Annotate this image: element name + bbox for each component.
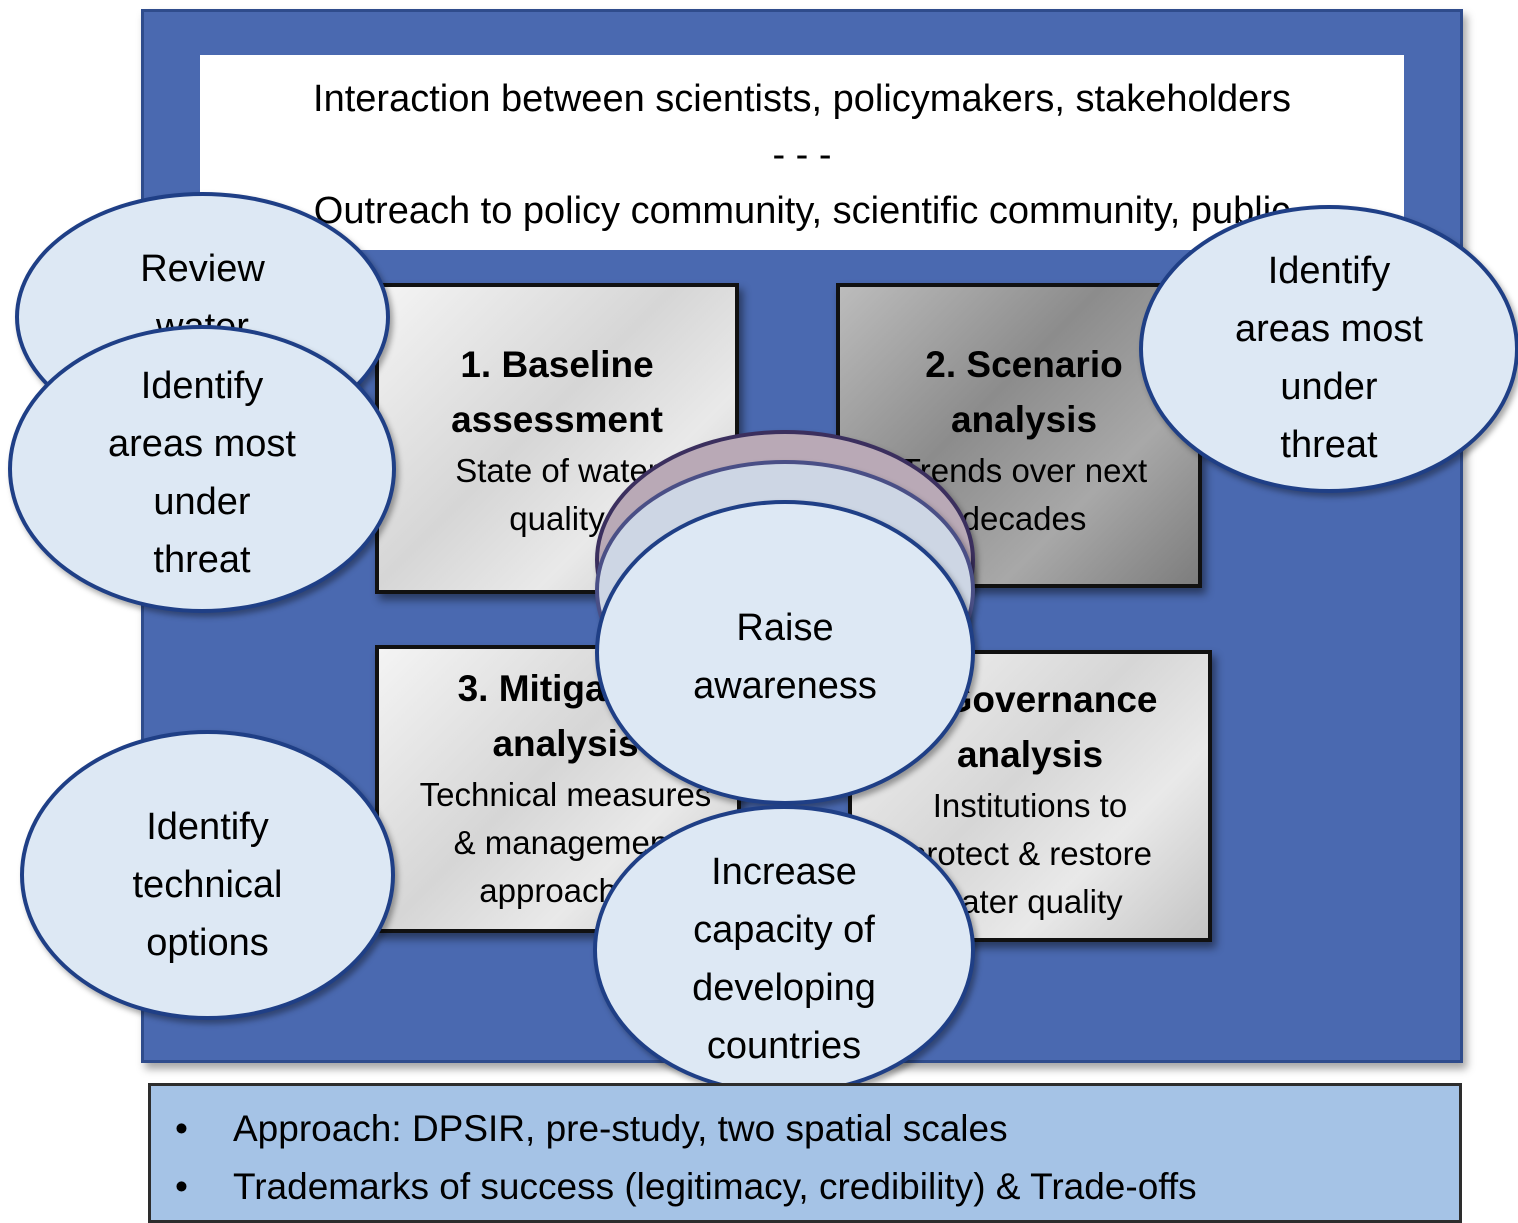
box-subtitle-line: State of water: [455, 452, 659, 489]
box-subtitle-line: protect & restore: [908, 835, 1152, 872]
increase-capacity-ellipse: Increase capacity of developing countrie…: [593, 805, 975, 1095]
identify-areas-left-ellipse: Identify areas most under threat: [8, 325, 396, 613]
bullet-item: • Trademarks of success (legitimacy, cre…: [171, 1158, 1197, 1216]
ellipse-text-line: threat: [153, 539, 251, 581]
bullet-text: Trademarks of success (legitimacy, credi…: [233, 1166, 1197, 1207]
ellipse-text-line: areas most: [108, 423, 296, 465]
box-subtitle-line: Institutions to: [932, 787, 1128, 824]
ellipse-text-line: areas most: [1235, 308, 1423, 350]
bullet-item: • Approach: DPSIR, pre-study, two spatia…: [171, 1100, 1197, 1158]
box-title-line: assessment: [451, 399, 663, 440]
identify-areas-right-ellipse: Identify areas most under threat: [1139, 205, 1518, 493]
ellipse-text-line: Identify: [140, 365, 264, 407]
box-subtitle-line: Technical measures: [419, 776, 712, 813]
box-subtitle-line: Trends over next: [900, 452, 1148, 489]
ellipse-text-line: awareness: [693, 665, 877, 707]
ellipse-text-line: options: [146, 922, 269, 964]
header-separator: - - -: [772, 134, 832, 176]
ellipse-text-line: countries: [706, 1025, 862, 1067]
raise-awareness-ellipse: Raise awareness: [595, 500, 975, 805]
ellipse-text-line: threat: [1280, 424, 1378, 466]
ellipse-text-line: technical: [132, 864, 283, 906]
ellipse-text-line: Raise: [736, 607, 834, 649]
box-title-line: analysis: [492, 723, 639, 764]
ellipse-text-line: capacity of: [693, 909, 875, 951]
bullet-text: Approach: DPSIR, pre-study, two spatial …: [233, 1108, 1008, 1149]
header-line-outreach: Outreach to policy community, scientific…: [313, 190, 1291, 232]
approach-notes-box: • Approach: DPSIR, pre-study, two spatia…: [148, 1083, 1462, 1223]
bullet-list: • Approach: DPSIR, pre-study, two spatia…: [171, 1100, 1197, 1216]
box-subtitle-line: decades: [961, 500, 1087, 537]
box-title-line: analysis: [950, 399, 1098, 440]
ellipse-text-line: Review: [140, 248, 265, 290]
header-line-interaction: Interaction between scientists, policyma…: [313, 78, 1291, 120]
box-title-line: 2. Scenario: [925, 344, 1123, 385]
ellipse-text-line: under: [153, 481, 251, 523]
ellipse-text-line: developing: [692, 967, 876, 1009]
ellipse-text-line: Identify: [1267, 250, 1391, 292]
interaction-header: Interaction between scientists, policyma…: [200, 55, 1404, 250]
technical-options-ellipse: Identify technical options: [20, 730, 395, 1020]
box-subtitle-line: quality: [509, 500, 605, 537]
ellipse-text-line: under: [1280, 366, 1378, 408]
ellipse-text-line: Increase: [711, 851, 857, 893]
box-title-line: analysis: [956, 734, 1104, 775]
bullet-icon: •: [175, 1166, 188, 1207]
bullet-icon: •: [175, 1108, 188, 1149]
box-title-line: 1. Baseline: [460, 344, 654, 385]
ellipse-text-line: Identify: [146, 806, 269, 848]
